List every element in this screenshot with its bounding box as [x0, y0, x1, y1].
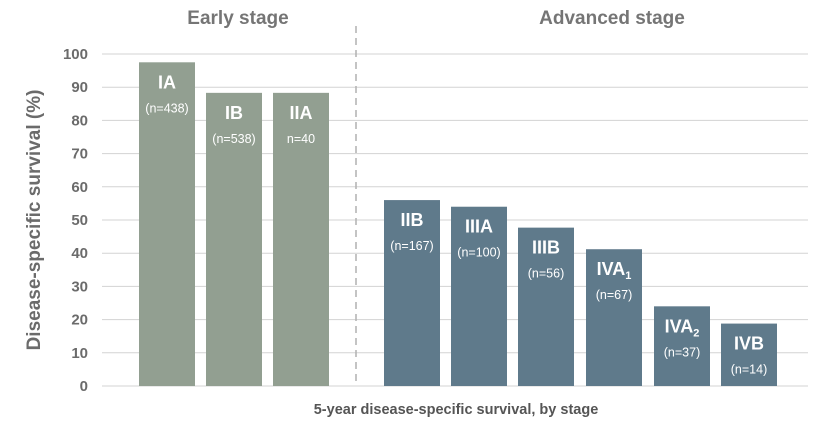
bar-iiia	[451, 206, 507, 386]
group-title-early: Early stage	[187, 8, 288, 29]
bar-iib	[384, 200, 440, 386]
y-tick-label: 40	[71, 245, 88, 262]
bar-stage-label: IVB	[734, 334, 764, 354]
y-tick-label: 70	[71, 146, 88, 163]
y-tick-label: 0	[80, 378, 88, 395]
y-axis-label: Disease-specific survival (%)	[24, 90, 45, 351]
y-tick-label: 10	[71, 345, 88, 362]
bar-n-label: (n=100)	[457, 246, 500, 260]
bar-stage-label: IVA2	[665, 316, 700, 339]
bar-n-label: n=40	[287, 132, 315, 146]
bar-stage-label: IVA1	[597, 259, 632, 282]
bar-n-label: (n=538)	[212, 132, 255, 146]
bar-stage-label: IIA	[289, 103, 312, 123]
bar-stage-label: IIIB	[532, 238, 560, 258]
bar-n-label: (n=438)	[145, 101, 188, 115]
bar-iva2	[654, 306, 710, 386]
y-tick-label: 50	[71, 212, 88, 229]
bar-iia	[273, 92, 329, 387]
group-title-advanced: Advanced stage	[539, 8, 685, 29]
bar-ia	[139, 62, 195, 387]
y-tick-label: 30	[71, 278, 88, 295]
bar-stage-label: IB	[225, 103, 243, 123]
bar-stage-label: IA	[158, 72, 176, 92]
bar-ib	[206, 92, 262, 387]
y-tick-label: 20	[71, 312, 88, 329]
y-tick-label: 60	[71, 179, 88, 196]
bar-iiib	[518, 227, 574, 386]
bar-n-label: (n=37)	[664, 345, 700, 359]
x-axis-label: 5-year disease-specific survival, by sta…	[314, 402, 599, 418]
bar-ivb	[721, 323, 777, 386]
y-axis-ticks: 0 10 20 30 40 50 60 70 80 90 100	[63, 46, 88, 395]
bar-n-label: (n=67)	[596, 288, 632, 302]
y-tick-label: 100	[63, 46, 88, 63]
bar-stage-label: IIB	[400, 210, 423, 230]
bar-n-label: (n=14)	[731, 363, 767, 377]
bar-stage-label: IIIA	[465, 217, 493, 237]
y-tick-label: 90	[71, 79, 88, 96]
bars	[139, 62, 777, 387]
bar-iva1	[586, 249, 642, 386]
y-tick-label: 80	[71, 112, 88, 129]
bar-n-label: (n=167)	[390, 239, 433, 253]
bar-n-label: (n=56)	[528, 267, 564, 281]
